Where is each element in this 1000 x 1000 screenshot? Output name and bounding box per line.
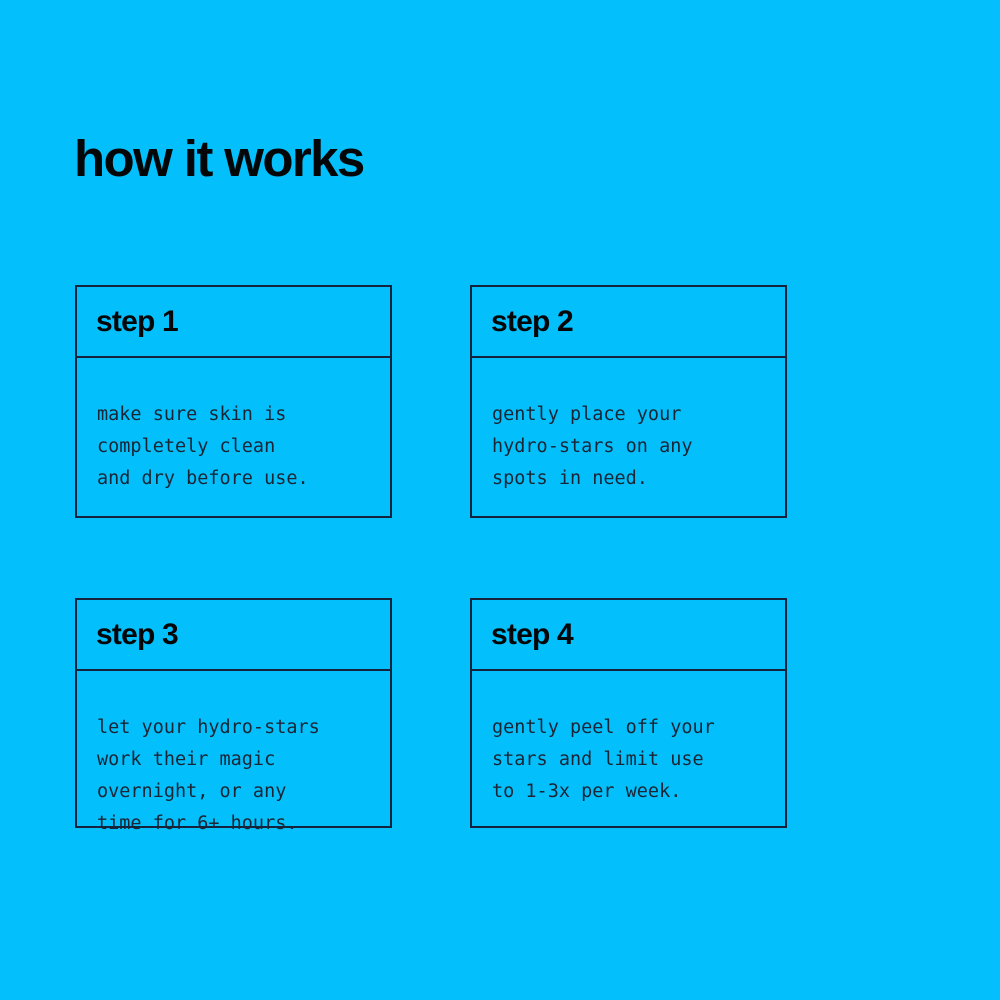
step-card-2: step 2 gently place your hydro-stars on …: [470, 285, 787, 518]
step-card-4-text: gently peel off your stars and limit use…: [492, 716, 715, 802]
step-card-3-text: let your hydro-stars work their magic ov…: [97, 716, 320, 834]
step-card-1-text: make sure skin is completely clean and d…: [97, 403, 309, 489]
step-card-1: step 1 make sure skin is completely clea…: [75, 285, 392, 518]
step-card-1-header: step 1: [77, 287, 390, 358]
step-card-2-text: gently place your hydro-stars on any spo…: [492, 403, 693, 489]
step-card-3: step 3 let your hydro-stars work their m…: [75, 598, 392, 834]
step-card-4-title: step 4: [491, 617, 574, 651]
step-card-4-header: step 4: [472, 600, 785, 671]
step-card-4-body: gently peel off your stars and limit use…: [472, 671, 785, 826]
step-card-3-body: let your hydro-stars work their magic ov…: [77, 671, 390, 858]
step-card-2-body: gently place your hydro-stars on any spo…: [472, 358, 785, 516]
step-card-1-title: step 1: [96, 304, 179, 338]
step-card-3-header: step 3: [77, 600, 390, 671]
page-title: how it works: [74, 130, 365, 188]
step-card-4: step 4 gently peel off your stars and li…: [470, 598, 787, 828]
steps-grid: step 1 make sure skin is completely clea…: [75, 285, 787, 834]
step-card-2-header: step 2: [472, 287, 785, 358]
step-card-1-body: make sure skin is completely clean and d…: [77, 358, 390, 516]
step-card-3-title: step 3: [96, 617, 179, 651]
step-card-2-title: step 2: [491, 304, 574, 338]
